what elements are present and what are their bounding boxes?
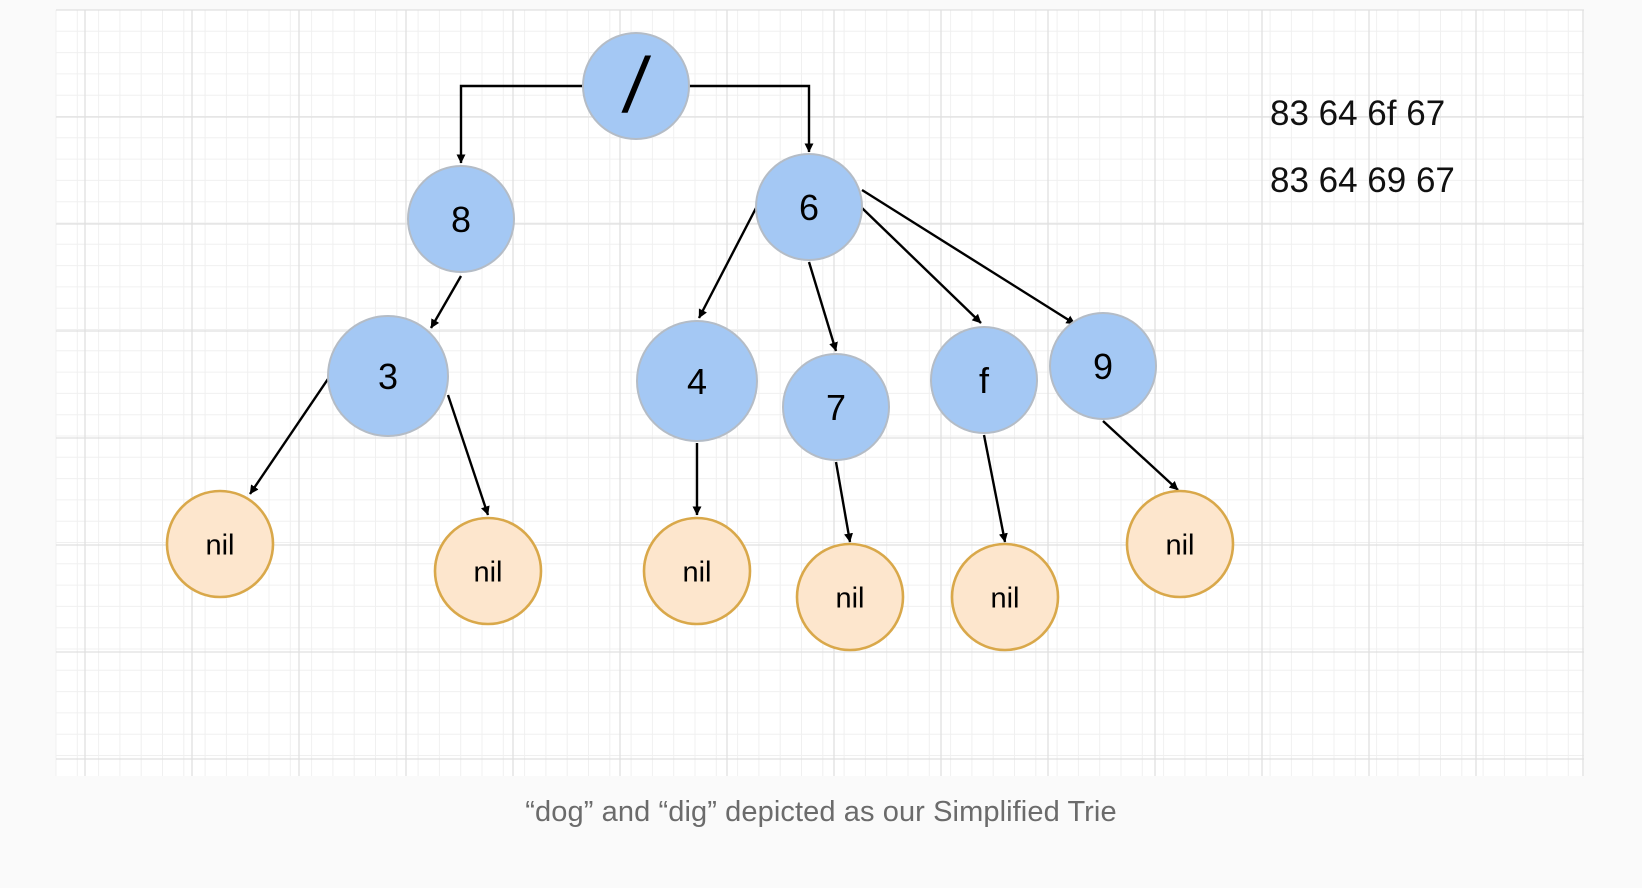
hex-line-dig: 83 64 69 67 [1270, 161, 1455, 200]
nil-leaf-circle [1125, 489, 1235, 599]
trie-node-root: / [582, 32, 690, 140]
trie-node-nil3: nil [642, 516, 752, 626]
node-label-nil2: nil [473, 556, 502, 588]
trie-node-nil1: nil [165, 489, 275, 599]
trie-node-n4: 4 [636, 320, 758, 442]
trie-node-circle [782, 353, 890, 461]
trie-node-circle [407, 165, 515, 273]
nil-leaf-circle [950, 542, 1060, 652]
nil-leaf-circle [795, 542, 905, 652]
edge-n7-to-nil4 [834, 461, 853, 543]
edge-root-to-n6 [689, 84, 814, 153]
node-label-n4: 4 [687, 361, 707, 402]
nil-leaf-circle [642, 516, 752, 626]
trie-node-circle [1049, 312, 1157, 420]
trie-node-n3: 3 [327, 315, 449, 437]
trie-node-circle [327, 315, 449, 437]
edge-root-to-n8 [456, 84, 583, 164]
node-label-nf: f [979, 360, 990, 401]
node-label-nil3: nil [682, 556, 711, 588]
node-label-n8: 8 [451, 199, 471, 240]
trie-node-circle [636, 320, 758, 442]
edge-n3-to-nil1 [249, 375, 331, 495]
trie-node-nil6: nil [1125, 489, 1235, 599]
trie-node-circle [582, 32, 690, 140]
trie-node-circle [755, 153, 863, 261]
trie-nodes: / 8 6 3 4 7 f 9 nil nil nil nil nil nil [165, 32, 1235, 652]
node-label-nil5: nil [990, 582, 1019, 614]
edge-n6-to-nf [861, 207, 982, 324]
trie-node-circle [930, 326, 1038, 434]
edge-n8-to-n3 [429, 275, 463, 329]
edge-n6-to-n9 [861, 188, 1076, 326]
trie-node-nf: f [930, 326, 1038, 434]
edge-n6-to-n4 [697, 207, 758, 319]
node-label-nil6: nil [1165, 529, 1194, 561]
trie-node-n8: 8 [407, 165, 515, 273]
node-label-nil1: nil [205, 529, 234, 561]
hex-byte-listing: 83 64 6f 67 83 64 69 67 [1270, 94, 1455, 200]
node-label-n6: 6 [799, 187, 819, 228]
trie-node-nil4: nil [795, 542, 905, 652]
nil-leaf-circle [165, 489, 275, 599]
trie-node-nil5: nil [950, 542, 1060, 652]
trie-edges [249, 84, 1179, 543]
node-label-n3: 3 [378, 356, 398, 397]
trie-node-n9: 9 [1049, 312, 1157, 420]
trie-node-nil2: nil [433, 516, 543, 626]
trie-node-n6: 6 [755, 153, 863, 261]
edge-n9-to-nil6 [1102, 420, 1179, 491]
edge-n3-to-nil2 [446, 394, 490, 516]
edge-nf-to-nil5 [982, 434, 1008, 543]
figure-caption: “dog” and “dig” depicted as our Simplifi… [525, 796, 1117, 828]
hex-line-dog: 83 64 6f 67 [1270, 94, 1445, 133]
trie-node-n7: 7 [782, 353, 890, 461]
node-label-nil4: nil [835, 582, 864, 614]
edge-n6-to-n7 [807, 261, 838, 352]
nil-leaf-circle [433, 516, 543, 626]
node-label-n9: 9 [1093, 346, 1113, 387]
node-label-n7: 7 [826, 387, 846, 428]
